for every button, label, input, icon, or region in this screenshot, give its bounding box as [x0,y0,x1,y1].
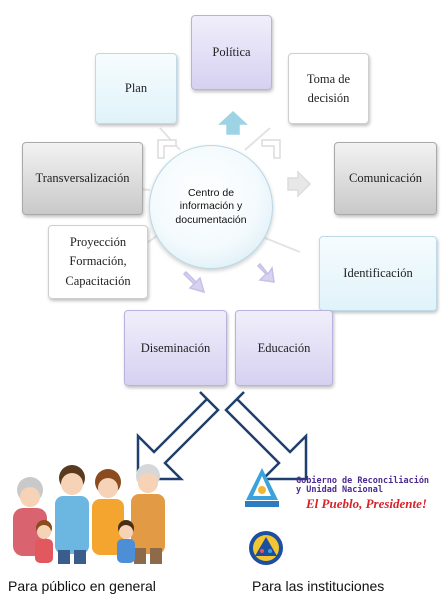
down-right-arrow [256,262,275,283]
grandfather-figure [131,464,165,564]
node-comunicacion: Comunicación [334,142,437,215]
node-proyeccion-label: Proyección Formación, Capacitación [65,234,131,288]
government-slogan: El Pueblo, Presidente! [306,496,427,511]
government-emblem [245,468,279,507]
node-identificacion-label: Identificación [343,266,413,281]
node-plan-label: Plan [124,81,148,96]
mother-figure [92,469,124,555]
node-educacion: Educación [235,310,333,386]
civil-defense-emblem [249,531,283,565]
girl-figure [35,520,53,563]
node-politica-label: Política [212,45,251,60]
center-circle: Centro de información y documentación [149,145,273,269]
right-arrow [287,170,312,198]
node-plan: Plan [95,53,177,124]
chevron-upper-right [261,139,281,159]
center-label: Centro de información y documentación [175,187,247,226]
caption-public: Para público en general [8,578,156,594]
node-educacion-label: Educación [257,340,311,355]
node-diseminacion: Diseminación [124,310,227,386]
node-transversalizacion-label: Transversalización [35,171,130,186]
caption-institutions: Para las instituciones [252,578,385,594]
node-toma-de-decision: Toma de decisión [288,53,369,124]
node-toma-de-decision-label: Toma de decisión [306,72,351,105]
node-politica: Política [191,15,272,90]
father-figure [55,465,89,564]
node-comunicacion-label: Comunicación [349,171,422,186]
chevron-upper-left [157,139,177,159]
up-arrow [218,110,248,135]
down-left-arrow [182,270,206,294]
node-diseminacion-label: Diseminación [140,340,211,355]
node-proyeccion: Proyección Formación, Capacitación [48,225,148,299]
node-transversalizacion: Transversalización [22,142,143,215]
government-name: Gobierno de Reconciliación y Unidad Naci… [296,476,430,496]
node-identificacion: Identificación [319,236,437,311]
boy-figure [117,520,135,563]
big-arrow-right [224,391,308,481]
